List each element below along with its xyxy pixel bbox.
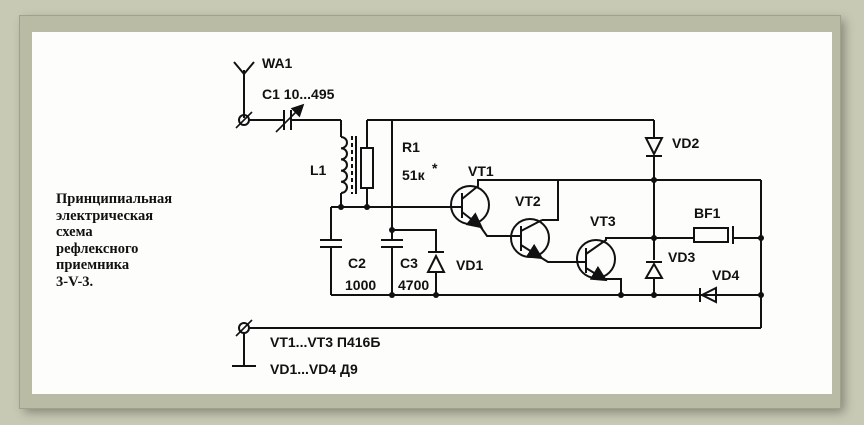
- junction-dot: [389, 292, 395, 298]
- diode-vd2: [644, 120, 664, 238]
- schematic-paper: [32, 32, 832, 394]
- label-vt3: VT3: [590, 213, 616, 229]
- label-l1: L1: [310, 162, 327, 178]
- diagram-caption: Принципиальная электрическая схема рефле…: [56, 191, 226, 291]
- collector-rail: [542, 179, 761, 221]
- transistor-vt2: [510, 218, 574, 263]
- ground-terminal-slash: [235, 319, 253, 337]
- label-vd2: VD2: [672, 135, 699, 151]
- transistor-vt3: [574, 237, 654, 295]
- label-r1-mark: *: [432, 160, 438, 176]
- inductor-l1: [340, 120, 357, 207]
- label-vd3: VD3: [668, 249, 695, 265]
- junction-dot: [364, 204, 370, 210]
- label-r1: R1: [402, 139, 420, 155]
- caption-line: приемника: [56, 257, 130, 274]
- caption-line: Принципиальная: [56, 191, 173, 207]
- capacitor-c2: [320, 207, 342, 295]
- label-wa1: WA1: [262, 55, 293, 71]
- label-c3-value: 4700: [398, 277, 429, 293]
- diode-vd3: [644, 238, 664, 295]
- label-r1-value: 51к: [402, 167, 426, 183]
- antenna-wa1: [233, 61, 255, 118]
- earphone-bf1: [654, 226, 761, 244]
- diode-vd4: [699, 286, 717, 304]
- resistor-r1: [360, 120, 374, 207]
- label-c2-value: 1000: [345, 277, 376, 293]
- junction-dot: [338, 204, 344, 210]
- label-c3: C3: [400, 255, 418, 271]
- caption-line: 3-V-3.: [56, 273, 94, 290]
- note-transistors: VT1...VT3 П416Б: [270, 334, 380, 350]
- label-vd4: VD4: [712, 267, 739, 283]
- label-c1: C1 10...495: [262, 86, 335, 102]
- note-diodes: VD1...VD4 Д9: [270, 361, 358, 377]
- transistor-vt1: [450, 179, 558, 237]
- label-vt1: VT1: [468, 163, 494, 179]
- diode-vd1: [426, 251, 446, 295]
- antenna-terminal-slash: [235, 111, 253, 129]
- caption-line: рефлексного: [56, 240, 139, 257]
- label-bf1: BF1: [694, 205, 721, 221]
- caption-line: электрическая: [56, 207, 154, 224]
- vd1-feed: [392, 229, 437, 252]
- caption-line: схема: [56, 224, 93, 241]
- capacitor-c3: [381, 230, 403, 295]
- junction-dot: [433, 292, 439, 298]
- label-c2: C2: [348, 255, 366, 271]
- capacitor-c1: [249, 103, 341, 133]
- label-vt2: VT2: [515, 193, 541, 209]
- label-vd1: VD1: [456, 257, 483, 273]
